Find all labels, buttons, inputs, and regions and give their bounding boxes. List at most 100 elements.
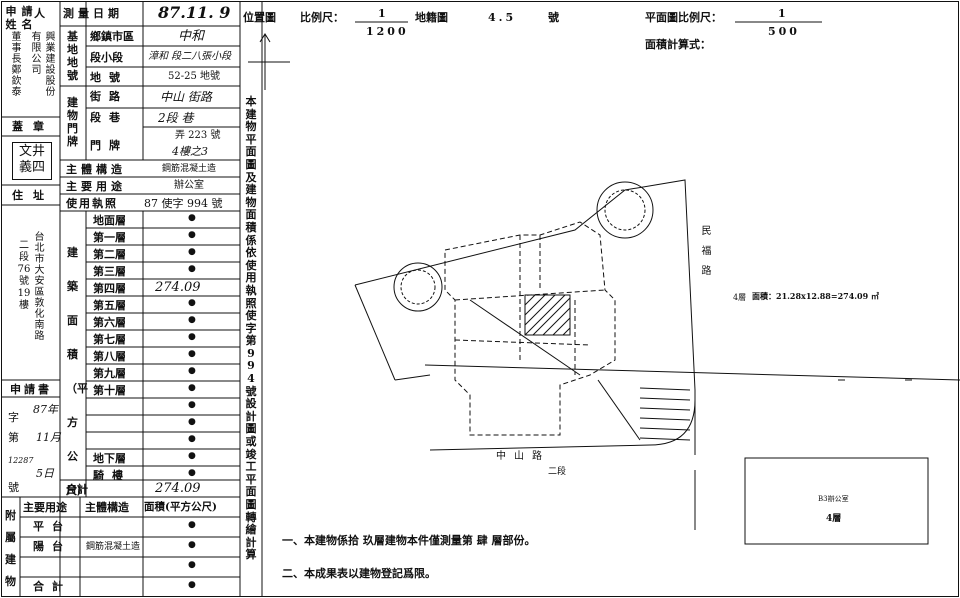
floor-label-4: 第四層 <box>93 282 126 295</box>
annex-row-2-structure: 鋼筋混凝土造 <box>86 542 141 552</box>
floor-label-5: 第五層 <box>93 299 126 312</box>
address-label: 住址 <box>12 189 54 202</box>
bldg-row-3-value-1: 弄 223 號 <box>175 130 221 141</box>
floor-inset-box <box>744 457 929 545</box>
site-row-2-label: 段小段 <box>90 51 123 64</box>
building-door-label: 建物門牌 <box>67 96 78 148</box>
site-plan-lines <box>354 179 960 530</box>
location-map-label: 位置圖 <box>243 11 276 24</box>
location-scale-num: 1 <box>378 7 386 20</box>
structure-value: 鋼筋混凝土造 <box>162 164 217 174</box>
permit-value: 87 使字 994 號 <box>144 197 223 210</box>
floor-label-0: 地面層 <box>93 214 126 227</box>
site-row-2-value: 漳和 段二八張小段 <box>148 51 232 62</box>
plan-scale-den: 500 <box>768 25 800 38</box>
inset-floor-label: 4層 <box>826 514 842 524</box>
location-scale-label: 比例尺： <box>300 11 344 24</box>
seal-stamp: 文井 義四 <box>12 142 52 180</box>
floor-bullet: ● <box>188 213 196 223</box>
seal-label: 蓋章 <box>12 120 54 133</box>
floor-bullet: ● <box>188 247 196 257</box>
site-row-1-value: 中和 <box>178 29 205 44</box>
use-value: 辦公室 <box>174 180 204 191</box>
annex-header-use: 主要用途 <box>23 501 67 514</box>
subject-unit-hatch <box>524 294 571 336</box>
floor-bullet: ● <box>188 230 196 240</box>
floor-bullet: ● <box>188 264 196 274</box>
floor-label-9: 第九層 <box>93 367 126 380</box>
annex-header-structure: 主體構造 <box>85 501 129 514</box>
annex-bullet: ● <box>188 560 196 570</box>
application-label: 申請書 <box>10 383 52 396</box>
total-value: 274.09 <box>155 481 201 496</box>
bldg-row-3-label: 門牌 <box>90 139 128 152</box>
floor-label-10: 第十層 <box>93 384 126 397</box>
plan-scale-label: 平面圖比例尺： <box>645 11 722 24</box>
floor-bullet: ● <box>188 332 196 342</box>
use-label: 主要用途 <box>66 180 126 193</box>
survey-date-value: 87.11. 9 <box>158 3 231 22</box>
bldg-row-1-value: 中山 街路 <box>160 90 212 104</box>
bldg-row-2-value: 2段 巷 <box>158 111 194 125</box>
total-label: 合計 <box>66 483 88 496</box>
applicant-line-2: 有限公司 <box>31 32 42 76</box>
floor-label-2: 第二層 <box>93 248 126 261</box>
annex-total-label: 合計 <box>33 580 71 593</box>
road-bottom-label: 中山路 <box>496 451 550 462</box>
address-line-1: 台北市大安區敦化南路 <box>34 232 45 342</box>
note-1: 一、本建物係拾 玖層建物本件僅測量第 肆 層部份。 <box>282 534 536 547</box>
location-scale-den: 1200 <box>366 25 409 38</box>
annex-bullet: ● <box>188 540 196 550</box>
applicant-label-b: 請名 <box>21 5 33 31</box>
survey-date-label: 測量日期 <box>63 7 123 20</box>
annex-header-area: 面積(平方公尺) <box>144 501 217 513</box>
area-formula: 面積：21.28x12.88=274.09 ㎡ <box>752 291 879 301</box>
annex-bullet: ● <box>188 520 196 530</box>
certification-vertical-text: 本建物平面圖及建物面積係依使用執照使字第994號設計圖或竣工平面圖轉繪計算 <box>245 95 257 562</box>
floor-label-basement: 地下層 <box>93 452 126 465</box>
site-row-1-label: 鄉鎮市區 <box>90 30 134 43</box>
annex-row-1-use: 平台 <box>33 520 71 533</box>
plan-scale-num: 1 <box>778 7 786 20</box>
building-area-label: 建築面積（平方公尺） <box>66 246 88 497</box>
note-2: 二、本成果表以建物登記爲限。 <box>282 567 436 580</box>
floor-bullet: ● <box>188 366 196 376</box>
cadastral-value: 4.5 <box>488 11 517 24</box>
floor-label-7: 第七層 <box>93 333 126 346</box>
inset-unit-label: B3辦公室 <box>818 495 849 503</box>
floor-4-area: 274.09 <box>155 280 201 295</box>
structure-label: 主體構造 <box>66 163 126 176</box>
floor-label-8: 第八層 <box>93 350 126 363</box>
floor-label-1: 第一層 <box>93 231 126 244</box>
applicant-label-c: 人 <box>34 7 45 20</box>
floor-label-arcade: 騎樓 <box>93 469 131 482</box>
bldg-row-2-label: 段巷 <box>90 111 128 124</box>
site-row-3-label: 地號 <box>90 71 128 84</box>
floor-tag: 4層 <box>733 293 747 302</box>
bldg-row-1-label: 街路 <box>90 90 128 103</box>
floor-label-3: 第三層 <box>93 265 126 278</box>
site-row-3-value: 52-25 地號 <box>168 71 221 82</box>
floor-label-6: 第六層 <box>93 316 126 329</box>
application-number-block: 字 第 號 87年 11月 12287 5日 <box>8 403 61 494</box>
floor-bullet: ● <box>188 349 196 359</box>
annex-bullet: ● <box>188 580 196 590</box>
site-label: 基地地號 <box>67 30 78 82</box>
floor-bullet: ● <box>188 468 196 478</box>
floor-bullet: ● <box>188 451 196 461</box>
road-bottom-section: 二段 <box>548 467 567 477</box>
applicant-label-a: 申姓 <box>5 5 17 31</box>
annex-label: 附屬建物 <box>5 509 16 588</box>
applicant-line-1: 興業建設股份 <box>45 32 56 98</box>
north-arrow <box>248 33 290 90</box>
cadastral-label: 地籍圖 <box>415 11 448 24</box>
floor-bullet: ● <box>188 383 196 393</box>
road-right-label: 民福路 <box>701 226 712 277</box>
permit-label: 使用執照 <box>66 197 118 210</box>
bldg-row-3-value-2: 4樓之3 <box>172 145 208 158</box>
annex-row-2-use: 陽台 <box>33 540 71 553</box>
building-outline <box>444 221 616 436</box>
cadastral-suffix: 號 <box>548 11 559 24</box>
